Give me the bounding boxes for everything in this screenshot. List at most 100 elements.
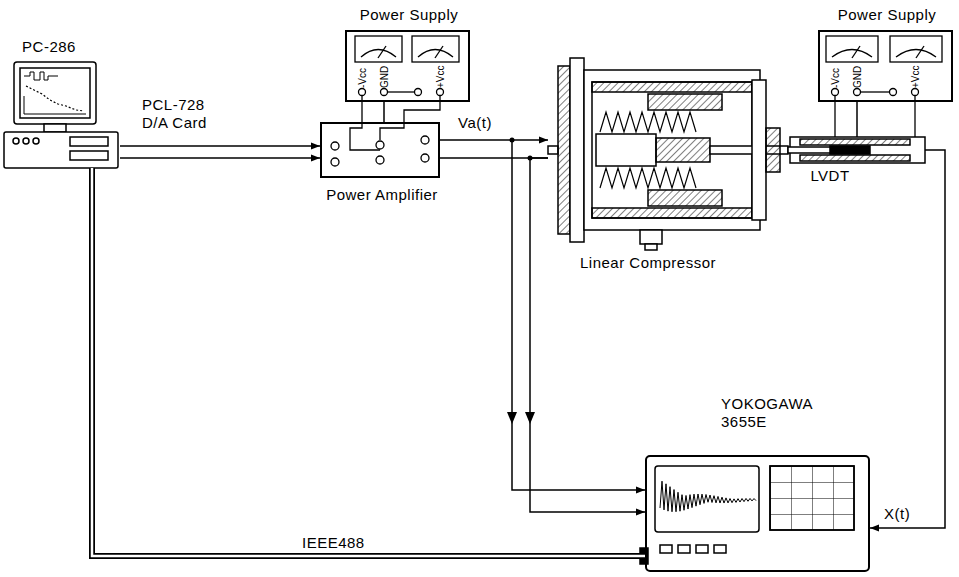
terminal-label: -Vcc (357, 68, 369, 88)
terminal-label: +Vcc (435, 65, 447, 88)
computer (70, 137, 108, 146)
power-supply-box: Power Supply-VccGND+Vcc (345, 30, 470, 102)
power-supply-panel (916, 46, 924, 58)
node-label: Power Supply (360, 6, 459, 24)
signal-analyzer (678, 545, 690, 553)
power-amplifier-box: Power Amplifier (320, 122, 440, 178)
da-signal-wire (120, 157, 320, 159)
supply-wire (834, 96, 835, 137)
computer (26, 86, 84, 111)
terminal-label: +Vcc (910, 65, 922, 88)
amplifier-terminal (421, 136, 429, 144)
signal-analyzer (660, 545, 672, 553)
power-supply-panel (418, 50, 453, 58)
computer (44, 124, 66, 132)
gpib-bus (92, 168, 645, 556)
gpib-bus (92, 168, 645, 556)
node-label: Power Supply (838, 6, 937, 24)
computer (24, 114, 86, 115)
power-supply-panel (912, 89, 919, 96)
power-supply-panel (854, 89, 861, 96)
power-supply-panel (852, 46, 860, 58)
terminal-label: GND (852, 66, 864, 88)
node-label: YOKOGAWA 3655E (721, 395, 821, 431)
linear-compressor-drawing (592, 82, 752, 92)
power-supply-panel (355, 36, 402, 62)
power-supply-panel (435, 46, 443, 58)
spring-coil (600, 112, 696, 132)
linear-compressor-drawing (648, 190, 722, 206)
power-supply-panel (896, 50, 936, 58)
computer (23, 138, 29, 144)
signal-analyzer (655, 466, 759, 532)
linear-compressor-drawing (752, 80, 766, 220)
linear-compressor-drawing (596, 134, 656, 166)
terminal-label: -Vcc (830, 68, 842, 88)
signal-analyzer (640, 466, 854, 564)
signal-label: Va(t) (456, 114, 494, 132)
signal-wire (530, 158, 645, 512)
signal-wire (440, 139, 548, 141)
lvdt-drawing (800, 155, 910, 161)
linear-compressor-drawing (592, 208, 752, 218)
signal-analyzer (696, 545, 708, 553)
signal-wire (383, 102, 385, 122)
signal-analyzer-box: YOKOGAWA 3655E (645, 455, 870, 572)
power-supply-panel (826, 36, 942, 96)
node-label: Linear Compressor (580, 254, 716, 272)
junction-dot (510, 138, 533, 161)
amplifier-terminal (331, 142, 339, 150)
node-label: LVDT (810, 167, 849, 185)
amplifier-terminal (331, 158, 339, 166)
lvdt-drawing (788, 137, 925, 163)
computer-node: PC-286 (4, 40, 120, 168)
computer (14, 62, 96, 124)
power-supply-panel (890, 89, 897, 96)
signal-label: X(t) (882, 505, 912, 523)
computer (4, 132, 118, 168)
spring-coil (600, 168, 696, 188)
linear-compressor-drawing (570, 58, 584, 242)
da-signal-wire (120, 157, 320, 159)
power-supply-panel (387, 91, 415, 92)
linear-compressor-drawing (656, 138, 710, 162)
power-supply-panel (437, 89, 444, 96)
power-supply-panel (860, 91, 890, 92)
computer (24, 72, 58, 80)
linear-compressor-drawing (548, 58, 788, 250)
node-label: Power Amplifier (326, 186, 438, 204)
signal-wire (856, 102, 858, 137)
signal-label: PCL-728 D/A Card (140, 96, 236, 132)
power-supply-panel (832, 50, 872, 58)
linear-compressor-drawing (548, 146, 558, 154)
linear-compressor-drawing (766, 128, 780, 172)
power-supply-panel (359, 89, 366, 96)
amplifier-terminal (421, 154, 429, 162)
terminal-label: GND (379, 66, 391, 88)
power-supply-panel (378, 46, 386, 58)
node-label: PC-286 (22, 38, 76, 56)
supply-wire (380, 96, 440, 140)
spring-coil (600, 112, 696, 188)
computer (13, 138, 19, 144)
power-supply-panel (832, 89, 839, 96)
computer (20, 68, 90, 118)
signal-wire (120, 145, 320, 147)
computer (33, 138, 39, 144)
linear-compressor-drawing (558, 66, 570, 234)
tap-arrowhead (507, 412, 517, 424)
lvdt-drawing (830, 146, 870, 154)
power-supply-panel (412, 36, 459, 62)
power-supply-panel (415, 89, 422, 96)
lvdt-drawing (800, 139, 910, 145)
power-supply-panel (826, 36, 878, 62)
linear-compressor-drawing (645, 244, 657, 250)
computer (4, 62, 118, 168)
computer (24, 96, 25, 114)
linear-compressor-node: Linear Compressor (548, 50, 788, 250)
supply-wire (835, 96, 915, 137)
amplifier-terminal (331, 136, 429, 166)
